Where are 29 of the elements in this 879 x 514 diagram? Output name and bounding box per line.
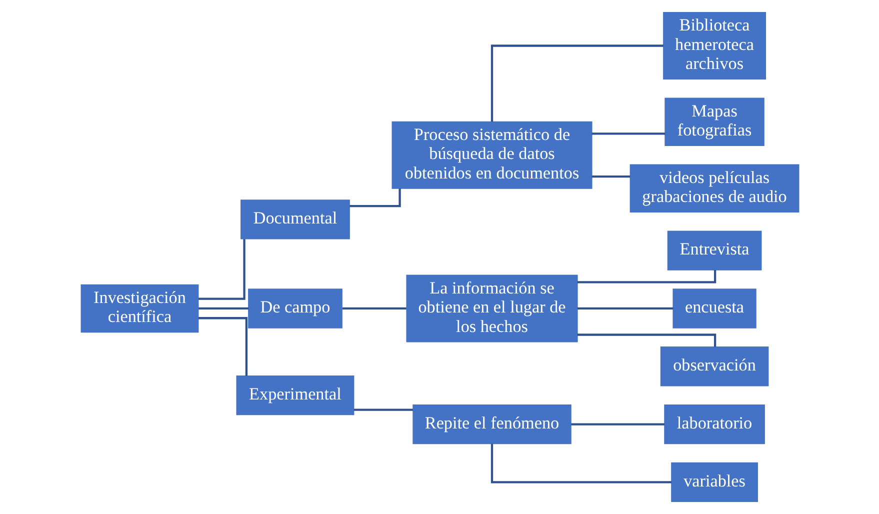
node-box: variables <box>670 462 758 502</box>
connector <box>198 317 247 376</box>
connector <box>490 44 663 122</box>
node-box: Documental <box>240 200 350 240</box>
connector <box>490 444 672 484</box>
node-box: De campo <box>248 288 342 328</box>
node-box: Repite el fenómeno <box>412 404 571 444</box>
connector <box>576 334 716 347</box>
connector <box>591 132 665 135</box>
connector <box>349 188 400 208</box>
node-box: videos películas grabaciones de audio <box>629 164 799 212</box>
connector <box>342 307 406 310</box>
node-box: encuesta <box>672 288 756 328</box>
node-box: La información se obtiene en el lugar de los hechos <box>406 274 578 342</box>
node-box: Experimental <box>236 376 354 416</box>
connector <box>576 270 716 284</box>
connector <box>591 176 630 178</box>
node-box: Proceso sistemático de búsqueda de datos obtenidos en documentos <box>391 121 592 189</box>
node-box: Biblioteca hemeroteca archivos <box>662 12 766 80</box>
node-box: Mapas fotografias <box>664 98 764 146</box>
node-box: laboratorio <box>664 404 764 444</box>
node-box: Entrevista <box>666 230 762 270</box>
connector <box>353 408 412 411</box>
node-box: Investigación científica <box>80 284 198 333</box>
connector <box>198 239 245 300</box>
connector <box>570 423 664 426</box>
connector <box>576 307 673 310</box>
node-box: observación <box>660 346 768 386</box>
connector <box>198 307 248 310</box>
